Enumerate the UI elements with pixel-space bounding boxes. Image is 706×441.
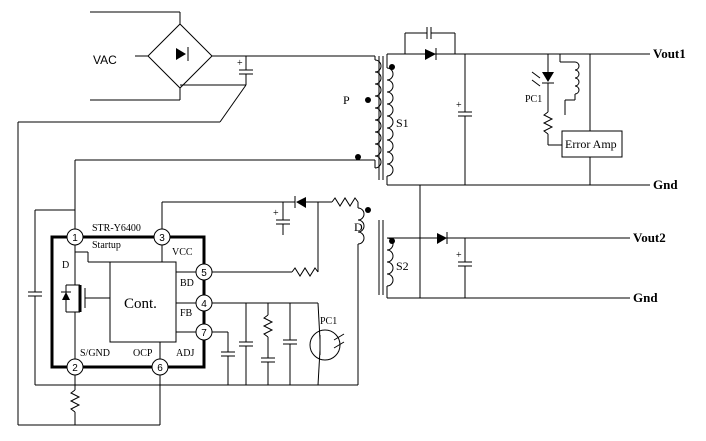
feedback-secondary: PC1 Error Amp — [525, 54, 623, 185]
controller-block — [109, 261, 177, 343]
ac-input: VAC — [90, 11, 181, 101]
vout2-label: Vout2 — [633, 230, 666, 245]
secondary-s2: S2 + Vout2 Gnd — [386, 185, 666, 305]
s2-label: S2 — [396, 259, 409, 273]
pin-4-label: 4 — [201, 299, 207, 310]
bridge-rectifier — [135, 23, 375, 89]
s1-dot-icon — [389, 64, 395, 70]
transformer-primary: P — [74, 56, 382, 237]
pin-1-label: 1 — [72, 233, 78, 244]
pin-7-label: 7 — [201, 328, 207, 339]
adj-label: ADJ — [176, 348, 194, 359]
vcc-label: VCC — [172, 247, 193, 258]
sgnd-label: S/GND — [80, 348, 110, 359]
s1-rectifier: + Vout1 Gnd — [404, 27, 686, 192]
ic-pins: 1 2 3 4 5 6 7 — [66, 228, 213, 376]
ocp-label: OCP — [133, 348, 153, 359]
transformer-core — [378, 56, 384, 295]
primary-dot2-icon — [355, 154, 361, 160]
pc1-top-label: PC1 — [525, 94, 542, 105]
mosfet-d-label: D — [62, 260, 69, 271]
vout1-label: Vout1 — [653, 46, 686, 61]
pin-6-label: 6 — [157, 363, 163, 374]
pin-3-label: 3 — [159, 233, 165, 244]
s1-label: S1 — [396, 116, 409, 130]
pc1-phototransistor-icon — [309, 302, 345, 386]
startup-label: Startup — [92, 240, 121, 251]
bridge-diode-icon — [176, 48, 186, 60]
s2-dot-icon — [389, 238, 395, 244]
bulk-capacitor: + — [17, 56, 253, 425]
controller-label: Cont. — [124, 296, 157, 312]
aux-diode-icon — [296, 197, 306, 208]
pc1-led-icon — [542, 72, 554, 82]
secondary-s1: S1 — [386, 53, 650, 186]
external-components: PC1 — [18, 160, 358, 426]
s1-cap-polarity: + — [456, 100, 462, 111]
s2-cap-polarity: + — [456, 250, 462, 261]
aux-cap-polarity: + — [273, 208, 279, 219]
pin-2-label: 2 — [72, 363, 78, 374]
error-amp-box — [561, 130, 623, 158]
error-amp-label: Error Amp — [565, 137, 617, 151]
gnd2-label: Gnd — [633, 290, 658, 305]
gnd1-label: Gnd — [653, 177, 678, 192]
bd-label: BD — [180, 278, 194, 289]
drive-dot-icon — [365, 207, 371, 213]
ic-name-label: STR-Y6400 — [92, 223, 141, 234]
primary-dot-icon — [365, 97, 371, 103]
primary-label: P — [343, 93, 350, 107]
drive-label: D — [354, 220, 363, 234]
vac-label: VAC — [93, 53, 117, 67]
drive-winding: D + — [161, 196, 371, 385]
pc1-bottom-label: PC1 — [320, 316, 337, 327]
fb-label: FB — [180, 308, 193, 319]
mosfet-icon — [61, 252, 90, 330]
pin-3 — [153, 228, 171, 246]
bulk-cap-polarity: + — [237, 58, 243, 69]
pin-5-label: 5 — [201, 268, 207, 279]
pin-5 — [195, 263, 213, 281]
pin-1 — [66, 228, 84, 246]
controller-ic: STR-Y6400 Cont. Startup VCC BD FB ADJ S/… — [50, 223, 206, 369]
